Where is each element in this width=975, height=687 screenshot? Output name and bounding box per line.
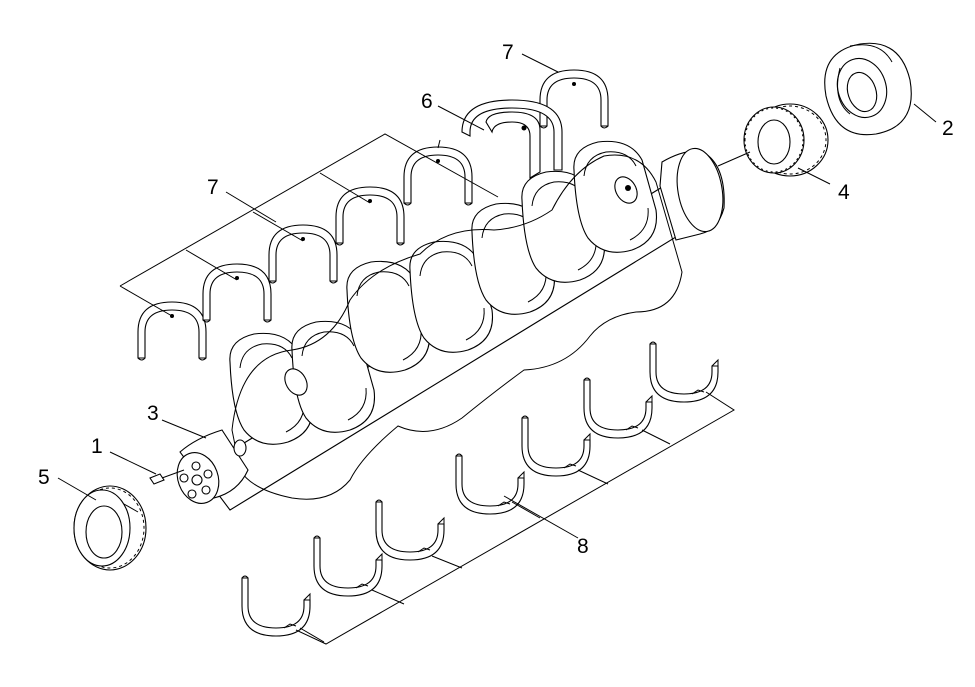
- nose-bolt-holes: [179, 461, 213, 499]
- leader-lines: [57, 53, 937, 539]
- upper-bearing-shell: [403, 146, 473, 206]
- dowel-pin: [149, 469, 185, 485]
- callout-7-upper: 7: [502, 41, 514, 64]
- callout-5: 5: [38, 466, 50, 489]
- callout-6: 6: [421, 90, 433, 113]
- lower-bearing-group: [241, 341, 735, 645]
- lower-bearing-shell: [521, 415, 591, 477]
- rear-timing-gear: [743, 103, 829, 177]
- upper-bearing-shell: [202, 263, 272, 323]
- rear-oil-seal-ring: [824, 42, 912, 136]
- callout-8: 8: [577, 535, 589, 558]
- upper-bearing-shell: [137, 301, 207, 361]
- upper-main-bearing-group: [119, 69, 609, 361]
- lower-group-bracket: [295, 391, 735, 645]
- callout-7-lower: 7: [207, 176, 219, 199]
- lower-bearing-shell: [375, 499, 445, 561]
- upper-bearing-shell: [335, 186, 405, 246]
- thrust-bearing-half: [461, 99, 563, 179]
- callout-1: 1: [91, 435, 103, 458]
- callout-2: 2: [942, 117, 954, 140]
- lower-bearing-shell: [583, 377, 653, 439]
- lower-bearing-shell: [313, 535, 383, 597]
- callout-3: 3: [147, 402, 159, 425]
- upper-bearing-shell: [268, 224, 338, 284]
- upper-group-bracket: [119, 133, 499, 317]
- lower-bearing-shell: [455, 453, 525, 515]
- crankshaft: [176, 140, 725, 511]
- callout-4: 4: [838, 181, 850, 204]
- front-timing-gear: [73, 485, 147, 571]
- lower-bearing-shell: [241, 575, 311, 637]
